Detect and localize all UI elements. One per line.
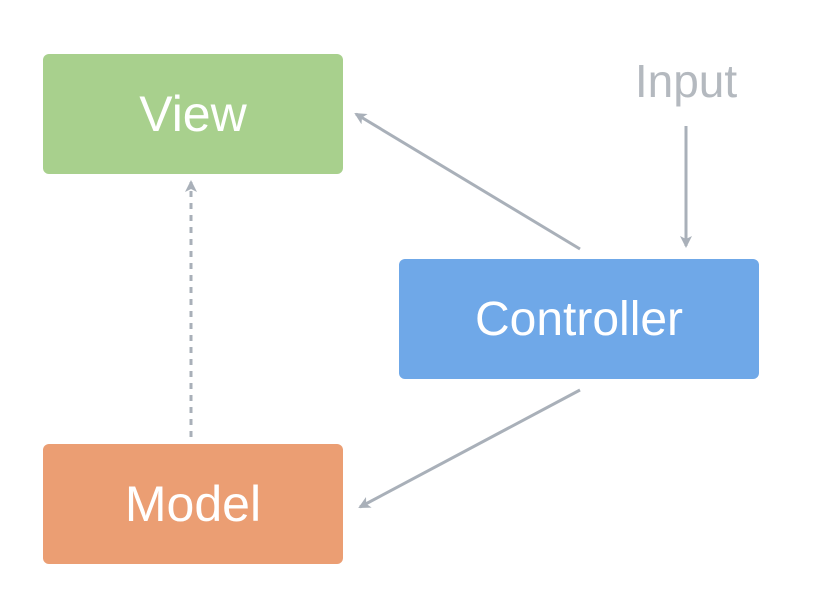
- input-label: Input: [634, 55, 738, 107]
- controller-node: Controller: [399, 259, 759, 379]
- controller-label: Controller: [474, 292, 684, 346]
- model-label: Model: [124, 476, 262, 532]
- view-label: View: [139, 86, 247, 142]
- view-node: View: [43, 54, 343, 174]
- model-node: Model: [43, 444, 343, 564]
- edge-controller-to-model: [358, 388, 581, 509]
- edge-controller-to-view: [354, 112, 581, 251]
